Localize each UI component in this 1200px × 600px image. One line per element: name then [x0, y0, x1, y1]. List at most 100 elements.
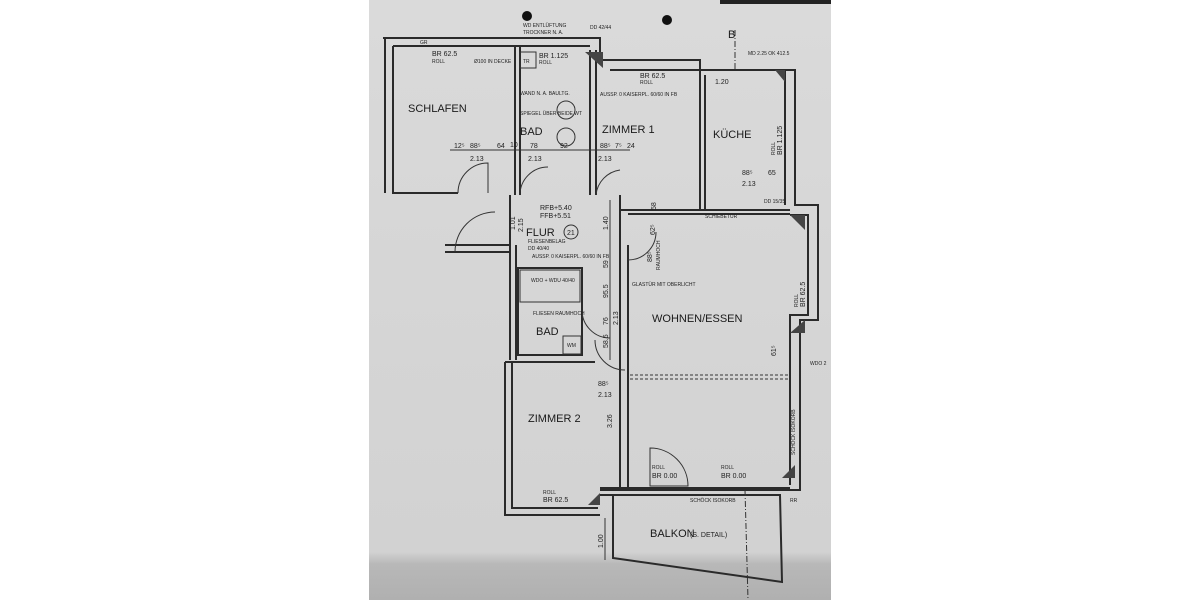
dim: 59	[603, 260, 610, 268]
room-label-wohnen-essen: WOHNEN/ESSEN	[652, 313, 743, 325]
note-entlueftung: WD ENTLÜFTUNG	[523, 22, 566, 29]
br-zimmer1: BR 62.5	[640, 73, 665, 80]
roll-wohnen: ROLL	[794, 294, 800, 307]
br-zimmer2: BR 62.5	[543, 497, 568, 504]
room-label-zimmer1: ZIMMER 1	[602, 124, 655, 136]
room-number: 21	[567, 230, 575, 237]
dim: 88⁵	[598, 381, 609, 388]
dim: 24	[627, 143, 635, 150]
note-dd-kueche: DD 15/35	[764, 199, 785, 205]
balkon-note: (S. DETAIL)	[690, 532, 727, 539]
room-number-circle	[563, 224, 579, 240]
br-wohnen: BR 62.5	[800, 282, 807, 307]
room-label-bad: BAD	[520, 126, 543, 138]
dim: 2.13	[598, 392, 612, 399]
note-fliesen-raumhoch: FLIESEN RAUMHOCH	[533, 311, 585, 317]
dim: 92	[560, 143, 568, 150]
br-balkon-2: BR 0.00	[721, 473, 746, 480]
dim: 61⁵	[771, 345, 778, 356]
dim: 2.13	[528, 156, 542, 163]
top-edge-shadow	[720, 0, 831, 4]
br-balkon-1: BR 0.00	[652, 473, 677, 480]
br-schlafen: BR 62.5	[432, 51, 457, 58]
note-wdo2: WDO 2	[810, 361, 827, 367]
dim: 1.01	[510, 216, 517, 230]
dim: 7⁵	[615, 143, 622, 150]
dim: 1.40	[603, 216, 610, 230]
dim: 88⁵	[600, 143, 611, 150]
tr-label: TR	[523, 59, 530, 65]
punch-hole	[522, 11, 532, 21]
note-dd-top: DD 42/44	[590, 25, 611, 31]
level-rfb: RFB+5.40	[540, 205, 572, 212]
punch-hole	[662, 15, 672, 25]
room-label-zimmer2: ZIMMER 2	[528, 413, 581, 425]
room-label-schlafen: SCHLAFEN	[408, 103, 467, 115]
note-raumhoch: RAUMHOCH	[656, 240, 662, 270]
dim: 2.13	[470, 156, 484, 163]
paper-sheet	[369, 0, 831, 600]
roll-zimmer2: ROLL	[543, 490, 556, 496]
dimensions: 12⁵ 88⁵ 64 10 78 92 88⁵ 7⁵ 24 2.13 2.13 …	[450, 79, 778, 560]
washbasin	[556, 100, 576, 120]
note-wdo: WDO + WDU 40/40	[531, 278, 575, 284]
dim: 95.5	[603, 284, 610, 298]
dim: 88⁵	[470, 143, 481, 150]
roll-balkon-1: ROLL	[652, 465, 665, 471]
column	[790, 320, 805, 333]
column	[585, 52, 603, 68]
dim: 78	[530, 143, 538, 150]
dim: 88⁵	[742, 170, 753, 177]
column	[775, 70, 785, 82]
dim: 3.26	[607, 414, 614, 428]
br-kueche: BR 1.125	[777, 126, 784, 155]
note-ausspar-top: AUSSP. 0 KAISERPL. 60/60 IN FB	[600, 92, 678, 98]
annotations: WD ENTLÜFTUNG TROCKNER N. A. DD 42/44 B …	[420, 22, 827, 504]
note-md-top: MD 2.25 OK 412.5	[748, 51, 790, 57]
dim: 62⁵	[650, 224, 657, 235]
dim: 1.00	[598, 534, 605, 548]
washbasin	[556, 127, 576, 147]
dim: 65	[768, 170, 776, 177]
level-ffb: FFB+5.51	[540, 213, 571, 220]
column	[790, 215, 805, 230]
note-schoeck-side: SCHÖCK ISOKORB	[790, 409, 797, 455]
dim: 88⁵	[647, 251, 654, 262]
note-ausspar-flur: AUSSP. 0 KAISERPL. 60/60 IN FB	[532, 254, 610, 260]
dim: 1.20	[715, 79, 729, 86]
dim: 58	[651, 202, 658, 210]
roll-zimmer1: ROLL	[640, 80, 653, 86]
washing-machine	[562, 335, 582, 355]
dim: 10	[510, 142, 518, 149]
gr-label: GR	[420, 40, 428, 46]
dim: 58.5	[603, 334, 610, 348]
note-trockner: TROCKNER N. A.	[523, 30, 563, 36]
balcony-outline	[612, 494, 784, 584]
note-schiebetuer: SCHIEBETÜR	[705, 213, 738, 220]
note-wand: WAND N. A. BAULTG.	[520, 91, 570, 97]
dryer-symbol	[519, 51, 537, 69]
roll-kueche: ROLL	[771, 142, 777, 155]
dim: 2.13	[598, 156, 612, 163]
note-fliesenbelag: FLIESENBELAG	[528, 239, 566, 245]
br-bad: BR 1.125	[539, 53, 568, 60]
room-label-bad2: BAD	[536, 326, 559, 338]
rr-label: RR	[790, 498, 798, 504]
note-decke: Ø100 IN DECKE	[474, 59, 512, 65]
dim: 2.13	[613, 311, 620, 325]
room-label-balkon: BALKON	[650, 528, 695, 540]
dim: 2.15	[518, 218, 525, 232]
section-marker: B	[728, 29, 735, 41]
column	[588, 493, 600, 505]
roll-schlafen: ROLL	[432, 59, 445, 65]
walls	[383, 37, 819, 516]
dim: 64	[497, 143, 505, 150]
note-schoeck-bottom: SCHÖCK ISOKORB	[690, 497, 736, 504]
note-dd-flur: DD 40/40	[528, 246, 549, 252]
roll-balkon-2: ROLL	[721, 465, 734, 471]
column	[782, 465, 795, 478]
wm-label: WM	[567, 343, 576, 349]
note-spiegel: SPIEGEL ÜBER BEIDE WT	[520, 110, 582, 117]
dim: 12⁵	[454, 143, 465, 150]
